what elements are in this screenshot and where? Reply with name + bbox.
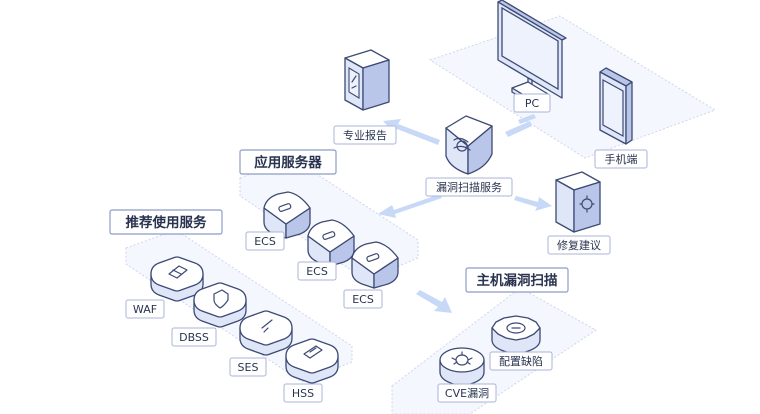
svg-text:DBSS: DBSS: [179, 331, 209, 344]
svg-text:主机漏洞扫描: 主机漏洞扫描: [477, 272, 558, 289]
svg-text:ECS: ECS: [306, 265, 328, 278]
host-group-title: 主机漏洞扫描: [465, 267, 569, 293]
cve-vulnerability-icon: [439, 347, 485, 387]
mobile-phone-icon: [599, 67, 633, 145]
config-defect-label: 配置缺陷: [489, 351, 553, 371]
hss-badge-icon: [285, 338, 339, 384]
arrow-app-to-host-scan: [416, 290, 452, 313]
vulnerability-scanner-shield-icon: [445, 115, 493, 175]
svg-text:应用服务器: 应用服务器: [254, 154, 322, 171]
fix-label: 修复建议: [547, 235, 611, 255]
config-defect-gear-icon: [491, 315, 541, 355]
ses-badge-icon: [239, 310, 293, 356]
arrow-scanner-to-fix: [514, 196, 552, 211]
svg-text:修复建议: 修复建议: [557, 238, 601, 252]
svg-text:SES: SES: [238, 361, 259, 374]
ecs-label-1: ECS: [245, 231, 285, 251]
arrow-scanner-to-app-servers: [378, 194, 442, 218]
fix-suggestion-cube-icon: [555, 171, 601, 233]
svg-text:WAF: WAF: [133, 303, 157, 316]
cve-label: CVE漏洞: [437, 383, 497, 403]
waf-label: WAF: [125, 299, 165, 319]
scanner-label: 漏洞扫描服务: [425, 177, 513, 197]
platform-host-scan: [391, 287, 597, 414]
svg-text:CVE漏洞: CVE漏洞: [445, 387, 489, 400]
hss-label: HSS: [283, 383, 323, 403]
ecs-server-icon-2: [307, 219, 355, 267]
svg-text:手机端: 手机端: [605, 152, 638, 166]
svg-text:PC: PC: [525, 97, 540, 110]
svg-text:专业报告: 专业报告: [343, 128, 387, 142]
ecs-server-icon-3: [351, 241, 399, 289]
ecs-server-icon-1: [263, 191, 311, 239]
svg-text:ECS: ECS: [254, 235, 276, 248]
ecs-label-3: ECS: [343, 289, 383, 309]
mobile-label: 手机端: [594, 149, 648, 169]
svg-text:漏洞扫描服务: 漏洞扫描服务: [436, 180, 502, 194]
ecs-label-2: ECS: [297, 261, 337, 281]
report-label: 专业报告: [333, 125, 397, 145]
svg-text:HSS: HSS: [292, 387, 314, 400]
dbss-badge-icon: [193, 282, 247, 328]
arrow-pc-to-scanner: [505, 114, 536, 137]
app-group-title: 应用服务器: [239, 149, 337, 175]
svg-text:配置缺陷: 配置缺陷: [499, 354, 543, 368]
report-cube-icon: [344, 49, 390, 111]
recommend-group-title: 推荐使用服务: [109, 209, 223, 235]
arrow-scanner-to-report: [383, 119, 440, 145]
svg-text:推荐使用服务: 推荐使用服务: [126, 214, 207, 231]
dbss-label: DBSS: [171, 327, 217, 347]
svg-text:ECS: ECS: [352, 293, 374, 306]
ses-label: SES: [229, 357, 267, 377]
pc-label: PC: [513, 93, 551, 113]
waf-badge-icon: [150, 256, 204, 302]
